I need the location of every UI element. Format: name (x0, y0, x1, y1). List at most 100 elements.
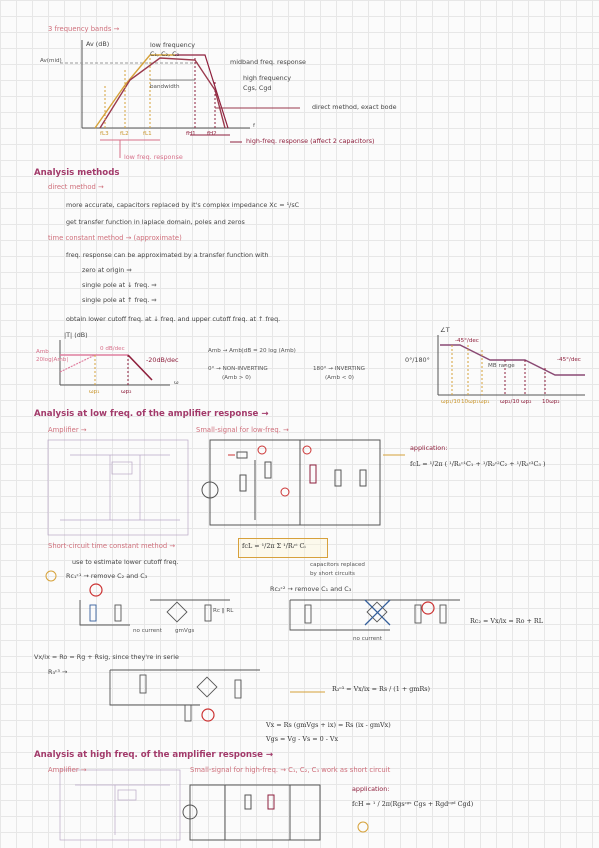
graph2-slope: -20dB/dec (146, 356, 179, 364)
low-freq-label: low frequency (150, 41, 195, 49)
inverting-cond: (Amb < 0) (325, 375, 354, 381)
sctc-label: Short-circuit time constant method → (48, 542, 176, 550)
amb-eq: Amb → Amb|dB = 20 log (Amb) (208, 348, 296, 354)
sctc-use: use to estimate lower cutoff freq. (72, 558, 179, 566)
low-freq-curve (94, 54, 175, 129)
r2c-eq: Rc₂ = Vx/ix = Ro + RL (470, 617, 543, 625)
fcl-formula: fcL = ¹/2π ( ¹/R₁ᶜ¹C₁ + ¹/R₂ᶜ²C₂ + ¹/R₃ᶜ… (410, 460, 546, 468)
tc-method: time constant method → (approximate) (48, 234, 182, 242)
node-vs (280, 487, 290, 497)
bandwidth-label: bandwidth (150, 84, 180, 90)
graph3-tick-4: ωp₂/10 (500, 399, 520, 405)
tc-bullet-1: freq. response can be approximated by a … (66, 251, 269, 259)
graph3-y-label: ∠T (440, 326, 450, 334)
no-current-1: no current (133, 628, 162, 634)
direct-method: direct method → (48, 183, 104, 191)
graph2-tick-1: ωp₁ (89, 389, 100, 395)
graph3-tick-3: ωp₁ (479, 399, 490, 405)
phase-graph-axes (437, 335, 585, 396)
node-vg (257, 445, 267, 455)
magnitude-slope (127, 354, 153, 381)
low-amplifier-label: Amplifier → (48, 426, 87, 434)
high-small-signal-label: Small-signal for high-freq. → C₁, C₂, C₃… (190, 766, 391, 774)
bode-graph-axes (81, 40, 250, 129)
graph3-mb: MB range (488, 363, 515, 369)
low-small-signal-label: Small-signal for low-freq. → (196, 426, 289, 434)
high-freq-curve (175, 54, 229, 129)
graph3-slope2: -45°/dec (557, 357, 581, 363)
graph2-flat: 0 dB/dec (100, 346, 125, 352)
gm-vgs-1: gmVgs (175, 628, 195, 634)
graph2-x-axis: ω (174, 380, 179, 386)
amplifier-schematic-high (59, 769, 181, 841)
high-amplifier-label: Amplifier → (48, 766, 87, 774)
sctc-formula-box (238, 538, 328, 558)
cap-replaced: capacitors replaced (310, 562, 365, 568)
direct-method-label: direct method, exact bode (312, 103, 397, 111)
tick-fH2: fH2 (207, 131, 217, 137)
graph1-x-axis: f (253, 123, 255, 129)
graph2-amb: Amb (36, 349, 49, 355)
high-freq-caps: Cgs, Cgd (243, 84, 272, 92)
graph1-y-label: Av (dB) (86, 40, 110, 48)
r3c-eq: R₃ᶜ³ = Vx/ix = Rs / (1 + gmRs) (332, 685, 431, 693)
rc1-source (89, 583, 103, 597)
fch-formula: fcH = ¹ / 2π(Rgsᶜᵍˢ Cgs + Rgdᶜᵍᵈ Cgd) (352, 800, 474, 808)
magnitude-graph-axes (59, 340, 170, 386)
graph2-tick-2: ωp₂ (121, 389, 132, 395)
rc2-circuit (289, 599, 460, 631)
vx-eq: Vx = Rs (gmVgs + ix) = Rs (ix - gmVx) (266, 721, 391, 729)
rc1-circuit (79, 599, 230, 626)
midband-label: midband freq. response (230, 58, 306, 66)
tick-fL3: fL3 (100, 131, 109, 137)
low-resp-label: low freq. response (124, 153, 183, 161)
node-vd (302, 445, 312, 455)
application-badge-1 (45, 570, 57, 582)
pole-low: single pole at ↓ freq. ⇒ (82, 281, 157, 289)
bands-title: 3 frequency bands → (48, 25, 120, 33)
application-badge-2 (357, 821, 369, 833)
amplifier-schematic-low (47, 439, 189, 536)
direct-bullet-2: get transfer function in laplace domain,… (66, 218, 245, 226)
phase-curve (440, 344, 585, 376)
r3c-label: R₃ᶜ³ → (48, 668, 68, 676)
graph2-amb-db: 20log|Amb| (36, 357, 69, 363)
obtain-cutoff: obtain lower cutoff freq. at ↓ freq. and… (66, 315, 281, 323)
non-inverting: 0° → NON-INVERTING (208, 366, 268, 372)
analysis-title: Analysis methods (34, 168, 120, 178)
pole-high: single pole at ↑ freq. ⇒ (82, 296, 157, 304)
high-freq-small-signal-circuit (182, 784, 321, 841)
graph3-tick-6: 10ωp₂ (542, 399, 560, 405)
low-application: application: (410, 444, 448, 452)
sctc-formula: fcL = ¹/2π Σ ¹/Rᵢᶜⁱ Cᵢ (242, 542, 306, 550)
tick-fL1: fL1 (143, 131, 152, 137)
tick-fL2: fL2 (120, 131, 129, 137)
by-short: by short circuits (310, 571, 355, 577)
low-freq-caps: C₁, C₂, C₃ (150, 50, 180, 58)
magnitude-rise (59, 354, 96, 373)
non-inverting-cond: (Amb > 0) (222, 375, 251, 381)
direct-bullet-1: more accurate, capacitors replaced by it… (66, 201, 300, 209)
graph3-tick-1: ωp₁/10 (441, 399, 461, 405)
graph1-y-mid: Av(mid) (40, 58, 62, 64)
high-resp-label: high-freq. response (affect 2 capacitors… (246, 137, 375, 145)
low-freq-title: Analysis at low freq. of the amplifier r… (34, 409, 269, 419)
zero-origin: zero at origin ⇒ (82, 266, 132, 274)
inverting: 180° → INVERTING (313, 366, 365, 372)
vgs-eq: Vgs = Vg - Vs = 0 - Vx (266, 735, 339, 743)
high-freq-label: high frequency (243, 74, 292, 82)
vr-eq: Vx/ix = Ro = Rg + Rsig, since they're in… (34, 653, 179, 661)
rc2-source (421, 601, 435, 615)
high-application: application: (352, 785, 390, 793)
r2c-label: Rc₂ᶜ² → remove C₁ and C₃ (270, 585, 352, 593)
tick-fH1: fH1 (186, 131, 196, 137)
no-current-2: no current (353, 636, 382, 642)
graph3-tick-5: ωp₂ (521, 399, 532, 405)
low-freq-small-signal-circuit (201, 439, 381, 526)
graph3-tick-2: 10ωp₁ (461, 399, 479, 405)
rc-rl-1: Rc ‖ RL (213, 608, 234, 614)
graph2-y-label: |T| (dB) (64, 331, 88, 339)
rc3-source (201, 708, 215, 722)
high-freq-title: Analysis at high freq. of the amplifier … (34, 750, 274, 760)
